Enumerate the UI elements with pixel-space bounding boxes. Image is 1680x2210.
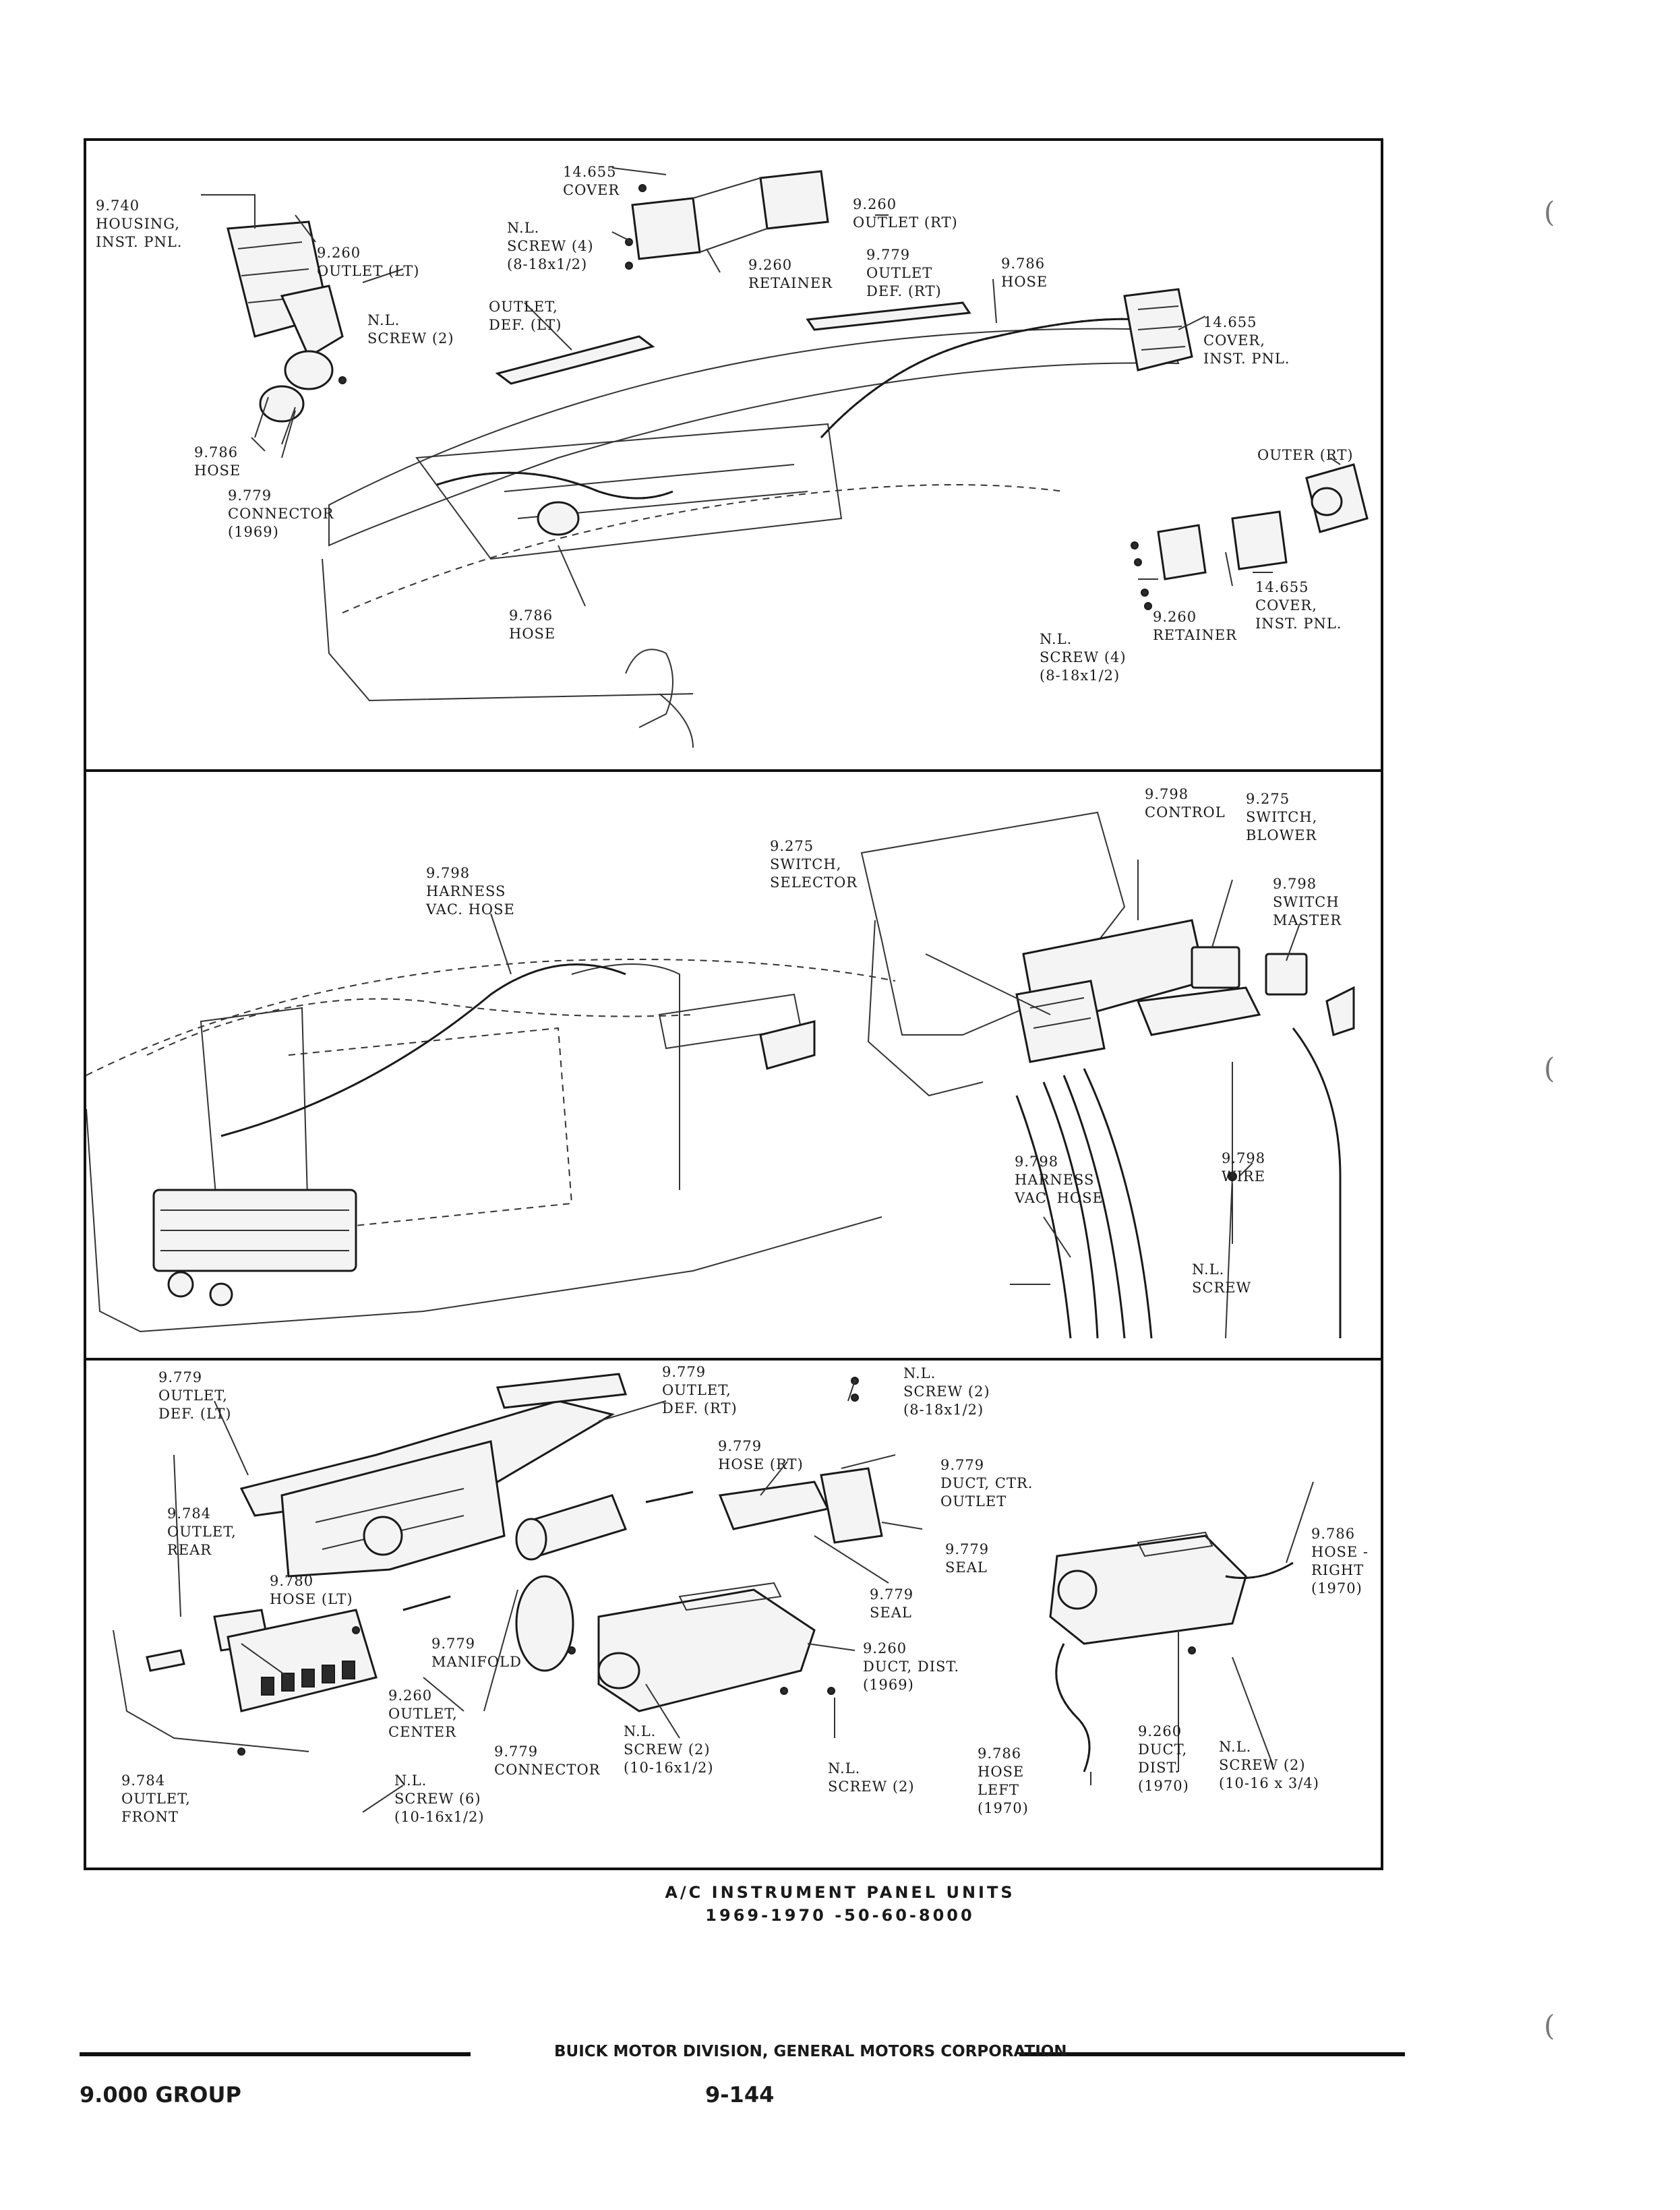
margin-mark: ( — [1544, 196, 1555, 229]
label-screw-4-top: N.L.SCREW (4)(8-18x1/2) — [507, 220, 594, 272]
footer-group: 9.000 GROUP — [80, 2082, 241, 2108]
label-screw-4-right: N.L.SCREW (4)(8-18x1/2) — [1040, 631, 1127, 684]
label-screw-2-top: N.L.SCREW (2)(8-18x1/2) — [903, 1365, 990, 1418]
label-screw-2: N.L.SCREW (2) — [367, 312, 454, 347]
caption-subtitle: 1969-1970 -50-60-8000 — [705, 1906, 975, 1925]
label-outlet-def-lt: OUTLET,DEF. (LT) — [489, 299, 562, 333]
panel2-illustration — [86, 811, 1355, 1339]
label-outer-rt: OUTER (RT) — [1257, 447, 1354, 463]
diagram-frame — [84, 138, 1383, 1870]
label-screw-2-1970: N.L.SCREW (2)(10-16 x 3/4) — [1219, 1739, 1319, 1791]
label-screw-6: N.L.SCREW (6)(10-16x1/2) — [394, 1772, 485, 1825]
label-screw-2-bottom: N.L.SCREW (2) — [828, 1760, 915, 1795]
panel-divider-1 — [84, 769, 1383, 772]
footer-rule-right — [1019, 2052, 1405, 2056]
panel1-illustration — [201, 167, 1369, 748]
panel3-illustration — [113, 1373, 1314, 1813]
panel-divider-2 — [84, 1358, 1383, 1361]
label-screw-2-mid: N.L.SCREW (2)(10-16x1/2) — [624, 1723, 714, 1776]
footer-rule-left — [80, 2052, 471, 2056]
caption-title: A/C INSTRUMENT PANEL UNITS — [665, 1883, 1015, 1902]
margin-mark: ( — [1544, 1052, 1555, 1085]
footer-division: BUICK MOTOR DIVISION, GENERAL MOTORS COR… — [554, 2043, 1067, 2060]
footer-page-number: 9-144 — [705, 2082, 775, 2108]
figure-caption: A/C INSTRUMENT PANEL UNITS 1969-1970 -50… — [0, 1881, 1680, 1927]
label-screw: N.L.SCREW — [1192, 1261, 1252, 1296]
margin-mark: ( — [1544, 2009, 1555, 2042]
